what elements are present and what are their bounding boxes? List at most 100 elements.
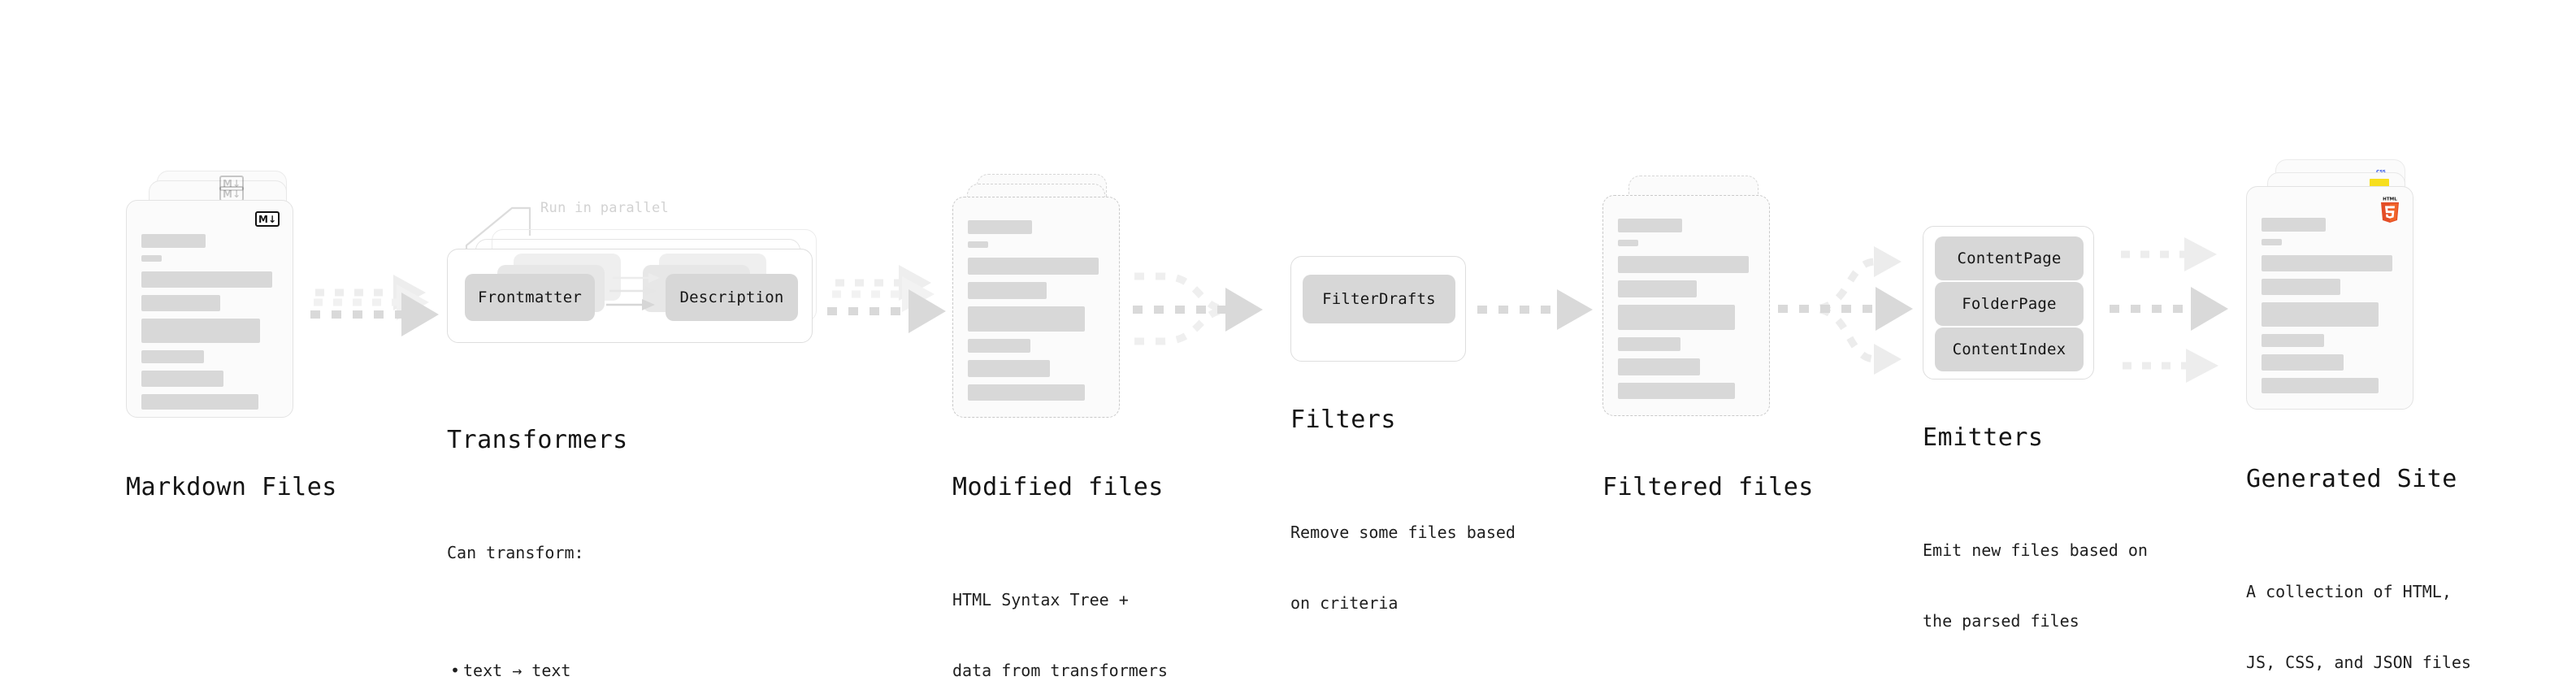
arrowhead — [1874, 344, 1902, 375]
emitters-group: ContentPage FolderPage ContentIndex — [1923, 226, 2094, 380]
transform-capability-list: text → text markdown → markdown html → h… — [447, 612, 649, 681]
content-line — [968, 282, 1047, 299]
emitters-caption: Emitters Emit new files based on the par… — [1923, 393, 2148, 681]
transformer-chip-description[interactable]: Description — [666, 274, 798, 321]
content-line — [968, 306, 1086, 332]
stage-emitters: ContentPage FolderPage ContentIndex Emit… — [1923, 0, 2148, 681]
content-line — [2262, 334, 2325, 347]
modified-file-card-front — [952, 197, 1120, 418]
connector-md-to-transformers — [309, 0, 455, 681]
content-line — [141, 350, 205, 363]
emitter-chip-folderpage[interactable]: FolderPage — [1935, 282, 2084, 326]
arrow-main — [2110, 287, 2228, 331]
transformer-chip-frontmatter[interactable]: Frontmatter — [465, 274, 595, 321]
content-line — [1618, 280, 1698, 297]
emitter-chip-contentpage[interactable]: ContentPage — [1935, 236, 2084, 280]
content-line — [1618, 240, 1639, 246]
content-line — [141, 255, 163, 262]
content-line — [968, 241, 989, 248]
chip-label: FilterDrafts — [1322, 290, 1436, 308]
connector-transformers-to-modified — [821, 0, 963, 681]
stage-title: Filters — [1290, 406, 1396, 434]
content-line — [141, 394, 259, 410]
content-line — [968, 339, 1031, 353]
html5-icon: HTML — [2381, 197, 2399, 223]
chip-label: FolderPage — [1962, 295, 2057, 313]
content-line — [141, 319, 261, 343]
arrowhead — [1874, 246, 1902, 277]
markdown-files-caption: Markdown Files — [126, 443, 337, 531]
content-line — [2262, 218, 2326, 232]
content-line — [1618, 358, 1700, 375]
svg-text:HTML: HTML — [2383, 197, 2397, 202]
stage-modified-files: Modified files HTML Syntax Tree + data f… — [952, 0, 1168, 681]
stage-markdown-files: M↓ M↓ M↓ Markdown Files — [126, 0, 336, 681]
connector-filters-to-filtered — [1472, 0, 1611, 681]
stage-filters: FilterDrafts Filters Remove some files b… — [1290, 0, 1516, 681]
transformer-inner-arrows — [606, 273, 660, 310]
content-line — [968, 258, 1099, 275]
connector-emitters-to-site — [2098, 0, 2261, 681]
markdown-file-card-front: M↓ — [126, 200, 293, 418]
content-line — [141, 371, 223, 387]
connector-filtered-to-emitters — [1776, 0, 1939, 681]
content-line — [2262, 255, 2393, 271]
chip-label: ContentPage — [1957, 249, 2062, 267]
subtitle-line: JS, CSS, and JSON files — [2246, 653, 2471, 672]
arrowhead — [1225, 288, 1263, 332]
subtitle-lead: Can transform: — [447, 543, 584, 562]
transformers-caption: Transformers Can transform: text → text … — [447, 396, 649, 681]
content-line — [968, 384, 1086, 401]
arrowhead — [1557, 289, 1593, 330]
chip-label: Description — [679, 288, 784, 306]
list-item: text → text — [447, 659, 649, 681]
stage-title: Modified files — [952, 473, 1164, 501]
content-line — [2262, 378, 2379, 393]
arrowhead — [1876, 287, 1913, 331]
content-line — [2262, 239, 2283, 245]
subtitle-line: Remove some files based — [1290, 523, 1516, 542]
subtitle-line: data from transformers — [952, 661, 1168, 680]
subtitle-line: A collection of HTML, — [2246, 582, 2452, 601]
content-line — [1618, 305, 1736, 330]
modified-files-caption: Modified files HTML Syntax Tree + data f… — [952, 443, 1168, 681]
subtitle-line: the parsed files — [1923, 611, 2079, 631]
content-line — [141, 295, 221, 311]
stage-title: Markdown Files — [126, 473, 337, 501]
run-in-parallel-label: Run in parallel — [540, 200, 670, 216]
stage-title: Filtered files — [1602, 473, 1814, 501]
filters-caption: Filters Remove some files based on crite… — [1290, 375, 1516, 681]
content-line — [1618, 383, 1736, 399]
content-line — [2262, 354, 2344, 371]
filtered-files-caption: Filtered files — [1602, 443, 1814, 531]
stage-subtitle: Can transform: text → text markdown → ma… — [447, 494, 649, 681]
content-line — [141, 234, 206, 248]
chip-label: Frontmatter — [477, 288, 583, 306]
emitter-chip-contentindex[interactable]: ContentIndex — [1935, 327, 2084, 371]
filters-group: FilterDrafts — [1290, 256, 1466, 362]
filter-chip-filterdrafts[interactable]: FilterDrafts — [1303, 275, 1455, 323]
site-file-card-front: HTML — [2246, 186, 2413, 410]
arrow-main — [310, 293, 439, 336]
stage-generated-site: CSS HTML Generated — [2246, 0, 2490, 681]
subtitle-line: on criteria — [1290, 593, 1399, 613]
stage-title: Generated Site — [2246, 465, 2457, 493]
markdown-icon-back-2: M↓ — [219, 176, 244, 191]
content-line — [968, 220, 1032, 234]
stage-title: Emitters — [1923, 423, 2044, 452]
chip-label: ContentIndex — [1952, 340, 2066, 358]
content-line — [968, 360, 1050, 377]
content-line — [1618, 219, 1682, 232]
content-line — [1618, 337, 1681, 351]
arrow-lower — [2123, 349, 2218, 383]
content-line — [1618, 256, 1750, 273]
content-line — [2262, 302, 2379, 327]
stage-subtitle: A collection of HTML, JS, CSS, and JSON … — [2246, 533, 2471, 681]
stage-title: Transformers — [447, 426, 628, 454]
subtitle-line: HTML Syntax Tree + — [952, 590, 1129, 609]
stage-subtitle: HTML Syntax Tree + data from transformer… — [952, 541, 1168, 681]
stage-transformers: Run in parallel Frontmat — [447, 0, 829, 681]
markdown-icon: M↓ — [255, 211, 280, 227]
stage-filtered-files: Filtered files — [1602, 0, 1813, 681]
